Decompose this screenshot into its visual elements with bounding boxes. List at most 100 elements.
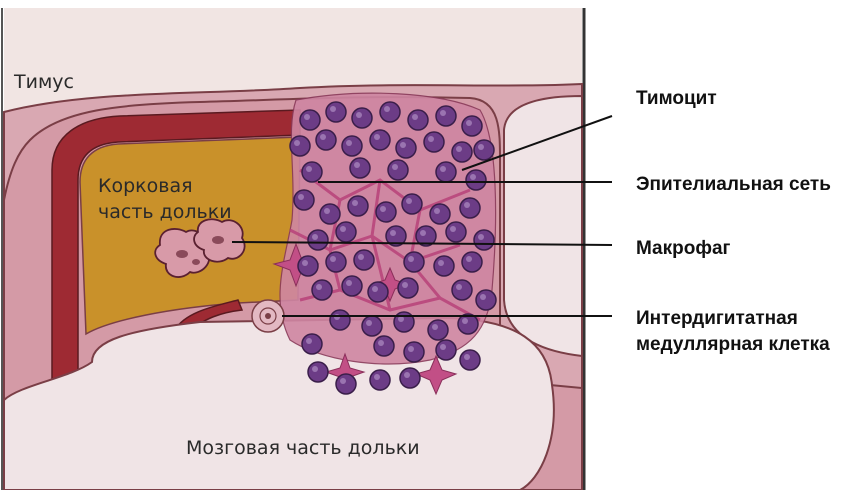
callout-macrophage: Макрофаг [636, 238, 731, 259]
callout-interdigitating-line2: медуллярная клетка [636, 334, 830, 355]
thymocyte-highlight [320, 134, 326, 140]
thymocyte [336, 222, 356, 242]
thymocyte-highlight [420, 230, 426, 236]
label-medulla: Мозговая часть дольки [186, 437, 420, 459]
thymocyte-highlight [464, 354, 470, 360]
interdigitating-cell-graphic [252, 300, 284, 332]
thymocyte [320, 204, 340, 224]
thymocyte [404, 342, 424, 362]
thymocyte [342, 136, 362, 156]
label-cortex-line2: часть дольки [98, 201, 232, 223]
thymocyte-highlight [312, 234, 318, 240]
thymocyte-highlight [324, 208, 330, 214]
thymocyte-highlight [408, 256, 414, 262]
thymocyte [308, 230, 328, 250]
thymocyte [348, 196, 368, 216]
thymocyte [326, 252, 346, 272]
thymocyte [398, 278, 418, 298]
thymocyte-highlight [354, 162, 360, 168]
thymocyte-highlight [462, 318, 468, 324]
thymocyte-highlight [440, 344, 446, 350]
thymocyte [424, 132, 444, 152]
thymocyte [326, 102, 346, 122]
thymocyte [428, 320, 448, 340]
thymocyte [368, 282, 388, 302]
thymocyte-highlight [402, 282, 408, 288]
thymocyte-highlight [440, 166, 446, 172]
thymocyte [380, 102, 400, 122]
thymocyte-highlight [340, 226, 346, 232]
thymocyte-highlight [358, 254, 364, 260]
thymocyte [354, 250, 374, 270]
thymocyte [436, 162, 456, 182]
thymocyte-highlight [330, 106, 336, 112]
thymocyte [466, 170, 486, 190]
thymocyte-highlight [316, 284, 322, 290]
thymocyte-highlight [352, 200, 358, 206]
thymocyte-highlight [456, 284, 462, 290]
thymocyte-highlight [450, 226, 456, 232]
thymocyte [396, 138, 416, 158]
thymocyte-highlight [294, 140, 300, 146]
thymocyte-highlight [406, 198, 412, 204]
thymocyte [474, 230, 494, 250]
thymocyte [308, 362, 328, 382]
label-cortex-line1: Корковая [98, 175, 193, 197]
thymocyte-highlight [400, 142, 406, 148]
thymocyte-highlight [312, 366, 318, 372]
thymocyte-highlight [464, 202, 470, 208]
thymocyte-highlight [346, 140, 352, 146]
thymocyte [460, 350, 480, 370]
thymocyte [404, 252, 424, 272]
thymocyte [298, 256, 318, 276]
thymocyte-highlight [366, 320, 372, 326]
thymocyte [436, 340, 456, 360]
thymocyte [300, 110, 320, 130]
thymocyte [302, 334, 322, 354]
callout-thymocyte: Тимоцит [636, 88, 717, 109]
thymocyte-highlight [432, 324, 438, 330]
thymocyte-highlight [412, 114, 418, 120]
thymocyte [342, 276, 362, 296]
thymocyte [374, 336, 394, 356]
thymocyte [376, 202, 396, 222]
thymocyte-highlight [440, 110, 446, 116]
thymocyte [352, 108, 372, 128]
callout-interdigitating-line1: Интердигитатная [636, 308, 798, 329]
thymocyte-highlight [392, 164, 398, 170]
thymocyte-highlight [346, 280, 352, 286]
thymocyte-highlight [478, 234, 484, 240]
thymocyte [316, 130, 336, 150]
thymocyte-highlight [374, 134, 380, 140]
thymocyte-highlight [438, 260, 444, 266]
thymocyte [434, 256, 454, 276]
thymocyte [460, 198, 480, 218]
thymocyte [446, 222, 466, 242]
thymocyte-highlight [356, 112, 362, 118]
thymocyte [302, 162, 322, 182]
thymocyte-highlight [374, 374, 380, 380]
thymocyte [474, 140, 494, 160]
thymocyte-highlight [408, 346, 414, 352]
thymocyte [402, 194, 422, 214]
thymocyte [462, 252, 482, 272]
thymocyte [430, 204, 450, 224]
thymocyte-highlight [478, 144, 484, 150]
thymocyte-highlight [306, 166, 312, 172]
thymocyte-highlight [306, 338, 312, 344]
thymocyte-highlight [302, 260, 308, 266]
thymocyte [290, 136, 310, 156]
callout-epithelial-network: Эпителиальная сеть [636, 174, 831, 195]
thymocyte [370, 130, 390, 150]
thymocyte [452, 142, 472, 162]
thymocyte [462, 116, 482, 136]
thymocyte-highlight [390, 230, 396, 236]
thymocyte [452, 280, 472, 300]
thymocyte [370, 370, 390, 390]
thymocyte-highlight [480, 294, 486, 300]
thymocyte [476, 290, 496, 310]
thymocyte-highlight [404, 372, 410, 378]
thymocyte-highlight [428, 136, 434, 142]
thymocyte [408, 110, 428, 130]
